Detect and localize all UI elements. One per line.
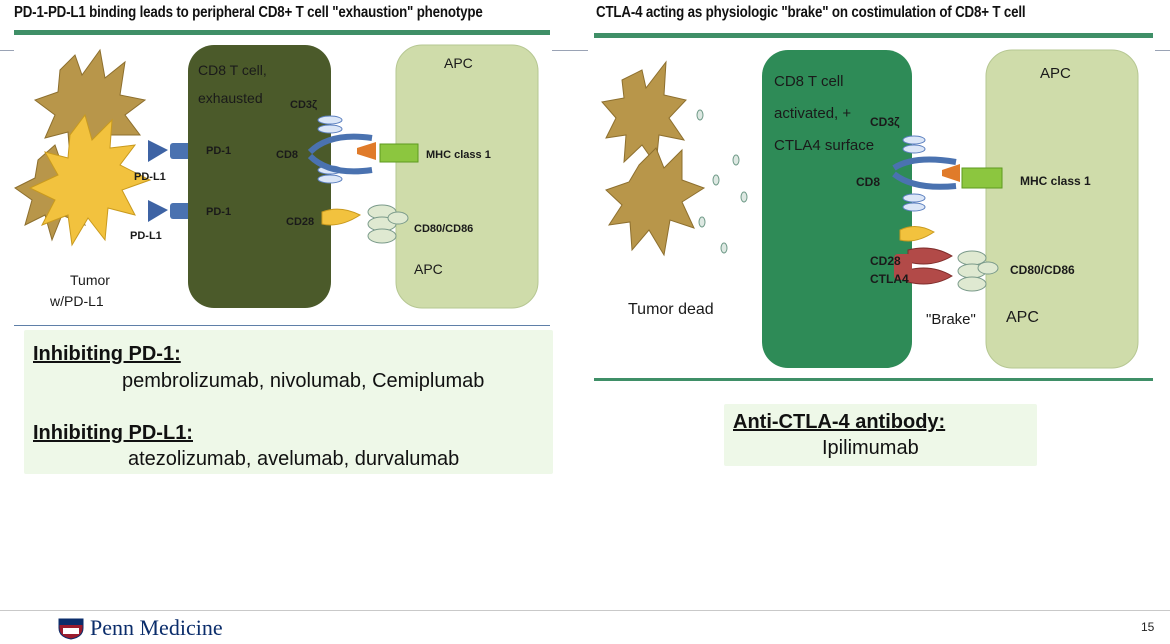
page-number: 15: [1141, 620, 1155, 634]
right-panel-title: CTLA-4 acting as physiologic "brake" on …: [596, 4, 1026, 21]
mhc-class1-left: [379, 143, 419, 163]
mhc-class1-right: [961, 167, 1003, 189]
pd1-inhibitors-list: pembrolizumab, nivolumab, Cemiplumab: [122, 370, 485, 392]
apc-cell-right: [985, 49, 1139, 369]
cd80-cd86-right: [957, 250, 999, 292]
anti-ctla4-heading: Anti-CTLA-4 antibody:: [733, 411, 946, 433]
left-title-rule: [14, 30, 550, 35]
footer-rule: [0, 610, 1170, 611]
tumor-cluster-left: [14, 48, 152, 247]
penn-shield-icon: [58, 618, 84, 640]
anti-ctla4-list: Ipilimumab: [822, 437, 919, 459]
cd80-label-left: CD80/CD86: [414, 223, 473, 235]
tumor-debris: [696, 109, 748, 254]
pd1-inhibitors-heading: Inhibiting PD-1:: [33, 343, 181, 365]
tcell-label-line3-right: CTLA4 surface: [774, 137, 874, 154]
brake-label: "Brake": [926, 311, 976, 328]
right-drug-box: [724, 404, 1037, 466]
left-diagram-bottom-rule: [14, 325, 550, 326]
apc-label-top-left: APC: [444, 55, 473, 71]
pdl1-inhibitors-heading: Inhibiting PD-L1:: [33, 422, 193, 444]
right-divider-stub-left: [552, 50, 588, 51]
right-title-rule: [594, 33, 1153, 38]
tumor-dead-label: Tumor dead: [628, 301, 714, 318]
left-panel-title: PD-1-PD-L1 binding leads to peripheral C…: [14, 4, 483, 21]
ctla4-diagram: CD8 T cell activated, + CTLA4 surface CD…: [601, 49, 1139, 369]
ctla4-label: CTLA4: [870, 272, 909, 286]
cd80-label-right: CD80/CD86: [1010, 263, 1075, 277]
apc-label-top-right: APC: [1040, 65, 1071, 82]
mhc-label-right: MHC class 1: [1020, 174, 1091, 188]
ctla4-receptor: [894, 247, 953, 285]
cd8-label-right: CD8: [856, 175, 880, 189]
tumor-label-line2: w/PD-L1: [49, 293, 104, 309]
cd3-zeta-ovals-right: [902, 135, 926, 212]
pd1-pdl1-diagram: CD8 T cell, exhausted CD3ζ CD8 CD28 PD-1…: [14, 44, 539, 309]
tcell-exhausted: [188, 45, 331, 308]
cd28-right: [899, 226, 935, 242]
cd3-label-right: CD3ζ: [870, 115, 900, 129]
right-diagram-bottom-rule: [594, 378, 1153, 381]
pdl1-inhibitors-list: atezolizumab, avelumab, durvalumab: [128, 448, 460, 470]
apc-label-bottom-right: APC: [1006, 309, 1039, 326]
cd8-label-left: CD8: [276, 149, 298, 161]
tumor-dead-cluster: [601, 60, 706, 257]
apc-cell-left: [395, 44, 539, 309]
pd1-label-top: PD-1: [206, 145, 231, 157]
tcell-label-line2-left: exhausted: [198, 90, 263, 106]
tcell-label-line1-right: CD8 T cell: [774, 73, 843, 90]
mhc-label-left: MHC class 1: [426, 149, 491, 161]
cd28-label-right: CD28: [870, 254, 901, 268]
cd28-label-left: CD28: [286, 216, 314, 228]
pdl1-label-bottom: PD-L1: [130, 230, 162, 242]
right-divider-stub-right: [1155, 50, 1170, 51]
cd3-label-left: CD3ζ: [290, 99, 317, 111]
tumor-label-line1: Tumor: [70, 272, 110, 288]
cd28-cd80-left: [321, 204, 409, 244]
penn-medicine-logo: Penn Medicine: [90, 615, 223, 640]
cd8-tcr-right: [892, 156, 960, 190]
tcell-activated: [762, 50, 912, 368]
left-divider-stub: [0, 50, 14, 51]
left-drug-box: [24, 330, 553, 474]
pd1-label-bottom: PD-1: [206, 206, 231, 218]
cd8-tcr-left: [307, 133, 376, 175]
tcell-label-line1-left: CD8 T cell,: [198, 62, 267, 78]
apc-label-bottom-left: APC: [414, 261, 443, 277]
pdl1-label-top: PD-L1: [134, 171, 166, 183]
tcell-label-line2-right: activated, +: [774, 105, 851, 122]
